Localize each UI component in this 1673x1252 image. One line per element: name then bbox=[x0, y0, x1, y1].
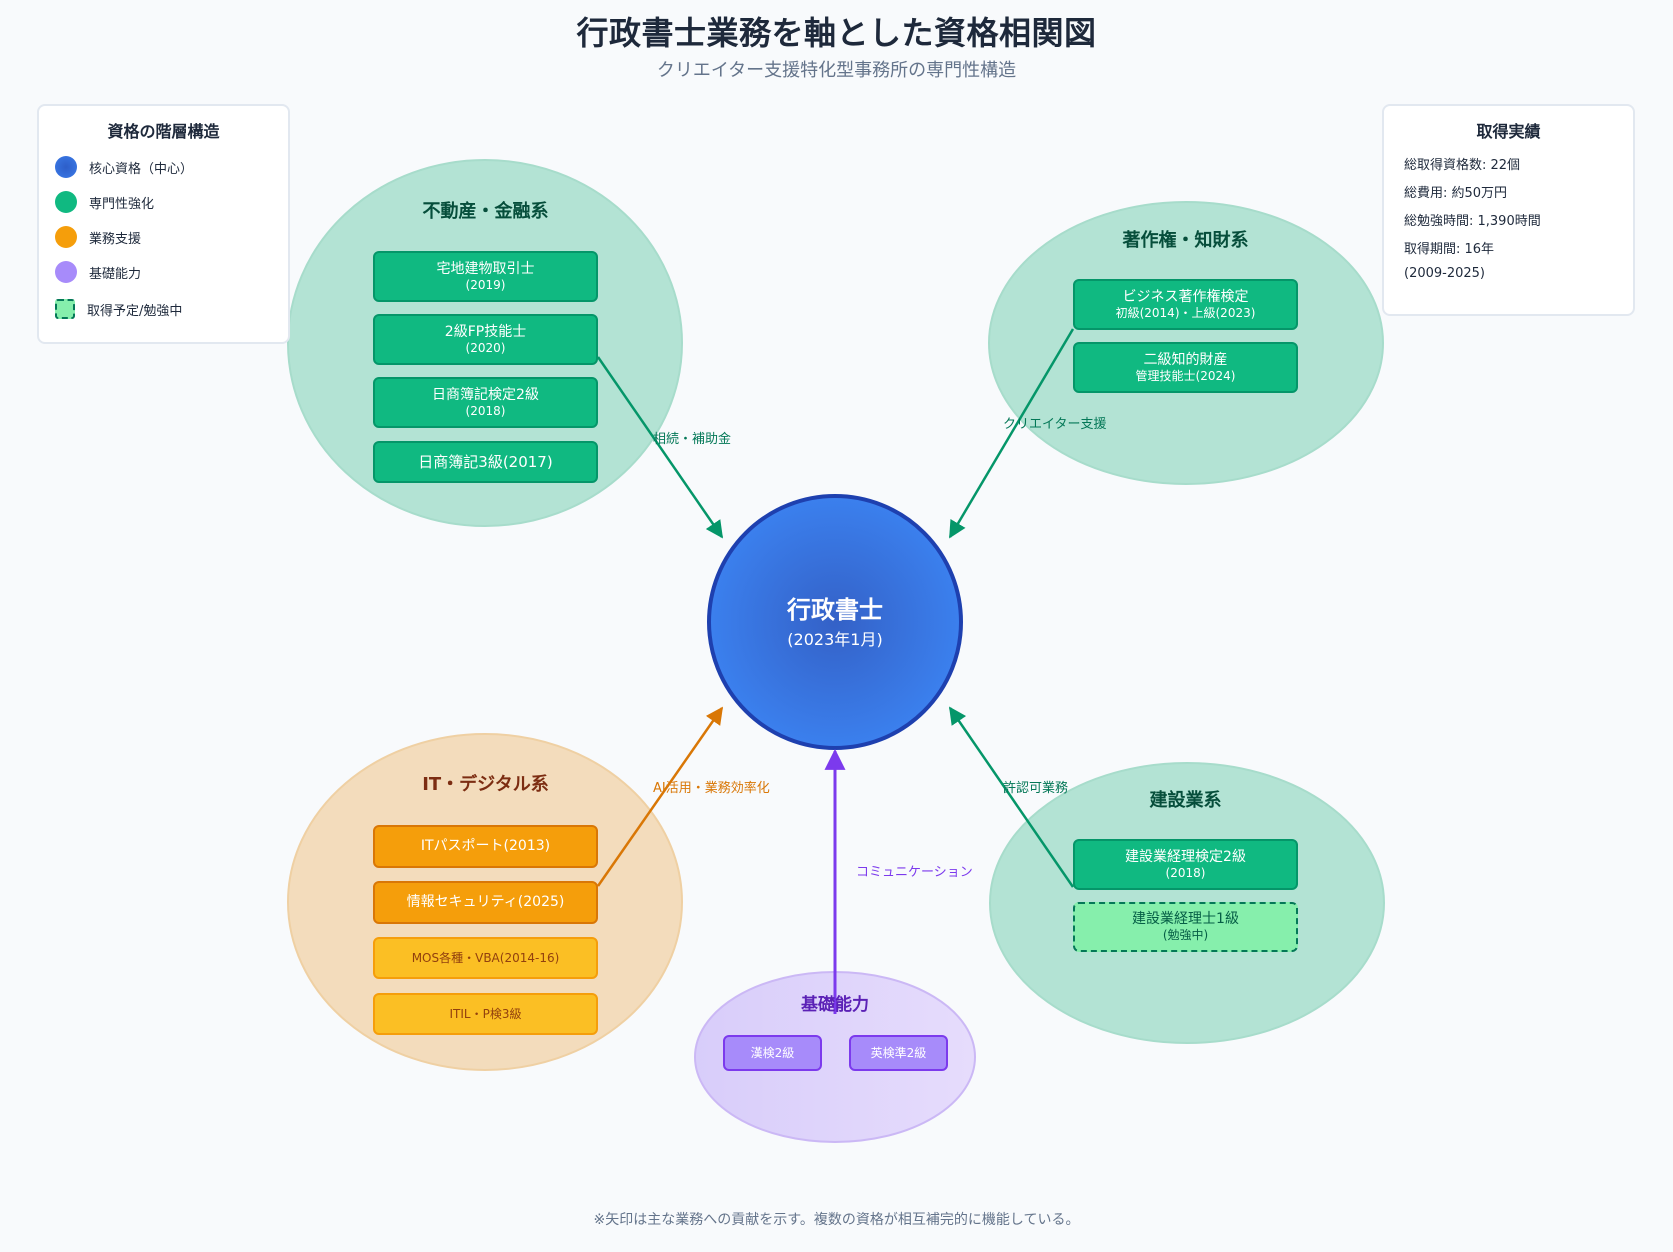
qualification-box[interactable]: ITIL・P検3級 bbox=[373, 993, 598, 1035]
stat-study-hours: 総勉強時間: 1,390時間 bbox=[1404, 214, 1541, 229]
arrow-label-construction: 許認可業務 bbox=[1003, 781, 1069, 796]
qualification-name: 2級FP技能士 bbox=[444, 323, 527, 340]
qualification-year: 管理技能士(2024) bbox=[1135, 368, 1236, 383]
arrow-realestate bbox=[596, 356, 724, 539]
purple-circle-icon bbox=[55, 261, 77, 283]
arrow-label-foundation: コミュニケーション bbox=[856, 865, 973, 880]
qualification-box[interactable]: 宅地建物取引士 (2019) bbox=[373, 251, 598, 302]
legend-item-support: 業務支援 bbox=[55, 226, 141, 248]
stat-total-count: 総取得資格数: 22個 bbox=[1404, 158, 1521, 173]
page-title: 行政書士業務を軸とした資格相関図 bbox=[576, 14, 1097, 52]
arrow-label-it: AI活用・業務効率化 bbox=[653, 781, 770, 796]
qualification-box[interactable]: 日商簿記検定2級 (2018) bbox=[373, 377, 598, 428]
qualification-box[interactable]: 日商簿記3級(2017) bbox=[373, 441, 598, 483]
qualification-year: (2018) bbox=[1165, 865, 1206, 880]
qualification-box-planned[interactable]: 建設業経理士1級 (勉強中) bbox=[1073, 902, 1298, 952]
qualification-box[interactable]: 二級知的財産 管理技能士(2024) bbox=[1073, 342, 1298, 393]
qualification-year: (2019) bbox=[465, 277, 506, 292]
qualification-name: 宅地建物取引士 bbox=[436, 260, 535, 277]
arrow-it bbox=[596, 706, 724, 887]
qualification-box[interactable]: 漢検2級 bbox=[723, 1035, 822, 1071]
qualification-name: 建設業経理士1級 bbox=[1132, 911, 1239, 928]
legend-label: 専門性強化 bbox=[89, 196, 155, 212]
qualification-year: (2020) bbox=[465, 340, 506, 355]
qualification-box[interactable]: 情報セキュリティ(2025) bbox=[373, 881, 598, 924]
legend-label: 基礎能力 bbox=[89, 266, 142, 282]
qualification-name: 日商簿記検定2級 bbox=[432, 386, 539, 403]
legend-title: 資格の階層構造 bbox=[107, 122, 220, 141]
qualification-name: ITIL・P検3級 bbox=[449, 1006, 522, 1021]
footnote: ※矢印は主な業務への貢献を示す。複数の資格が相互補完的に機能している。 bbox=[593, 1212, 1080, 1228]
core-qualification-name: 行政書士 bbox=[787, 596, 883, 624]
arrow-construction bbox=[948, 706, 1075, 888]
legend-item-foundation: 基礎能力 bbox=[55, 261, 141, 283]
qualification-year: (2018) bbox=[465, 403, 506, 418]
group-foundation-title: 基礎能力 bbox=[801, 995, 869, 1015]
green-circle-icon bbox=[55, 191, 77, 213]
qualification-name: 英検準2級 bbox=[870, 1045, 927, 1060]
qualification-box[interactable]: ITパスポート(2013) bbox=[373, 825, 598, 868]
qualification-box[interactable]: 英検準2級 bbox=[849, 1035, 948, 1071]
stat-period-range: (2009-2025) bbox=[1404, 266, 1486, 281]
legend-item-core: 核心資格（中心） bbox=[55, 156, 193, 178]
qualification-box[interactable]: MOS各種・VBA(2014-16) bbox=[373, 937, 598, 979]
qualification-name: 建設業経理検定2級 bbox=[1125, 848, 1246, 865]
core-qualification-date: (2023年1月) bbox=[787, 630, 883, 649]
qualification-name: 二級知的財産 bbox=[1143, 351, 1228, 368]
qualification-name: 日商簿記3級(2017) bbox=[418, 453, 553, 471]
page-subtitle: クリエイター支援特化型事務所の専門性構造 bbox=[656, 60, 1017, 81]
dashed-square-icon bbox=[55, 299, 75, 319]
arrow-label-realestate: 相続・補助金 bbox=[653, 432, 732, 447]
legend-item-specialty: 専門性強化 bbox=[55, 191, 154, 213]
stat-period: 取得期間: 16年 bbox=[1404, 242, 1495, 257]
orange-circle-icon bbox=[55, 226, 77, 248]
qualification-name: ITパスポート(2013) bbox=[420, 838, 551, 855]
qualification-name: MOS各種・VBA(2014-16) bbox=[411, 950, 560, 965]
legend-item-planned: 取得予定/勉強中 bbox=[55, 299, 182, 319]
group-realestate-title: 不動産・金融系 bbox=[422, 201, 549, 222]
legend-label: 核心資格（中心） bbox=[89, 161, 194, 177]
core-qualification-circle bbox=[707, 494, 963, 750]
group-construction-title: 建設業系 bbox=[1149, 790, 1222, 811]
qualification-name: 情報セキュリティ(2025) bbox=[406, 894, 565, 911]
arrow-copyright bbox=[948, 328, 1075, 539]
qualification-name: ビジネス著作権検定 bbox=[1122, 288, 1249, 305]
arrow-label-copyright: クリエイター支援 bbox=[1003, 417, 1107, 432]
qualification-box[interactable]: ビジネス著作権検定 初級(2014)・上級(2023) bbox=[1073, 279, 1298, 330]
qualification-box[interactable]: 2級FP技能士 (2020) bbox=[373, 314, 598, 365]
group-it-title: IT・デジタル系 bbox=[422, 774, 549, 795]
stat-total-cost: 総費用: 約50万円 bbox=[1404, 186, 1508, 201]
legend-panel: 資格の階層構造 核心資格（中心） 専門性強化 業務支援 基礎能力 取得予定/勉強… bbox=[37, 104, 290, 344]
legend-label: 取得予定/勉強中 bbox=[87, 303, 183, 319]
qualification-year: 初級(2014)・上級(2023) bbox=[1115, 305, 1256, 320]
qualification-box[interactable]: 建設業経理検定2級 (2018) bbox=[1073, 839, 1298, 890]
legend-label: 業務支援 bbox=[89, 231, 142, 247]
qualification-name: 漢検2級 bbox=[750, 1045, 795, 1060]
stats-panel: 取得実績 総取得資格数: 22個 総費用: 約50万円 総勉強時間: 1,390… bbox=[1382, 104, 1635, 316]
stats-title: 取得実績 bbox=[1476, 122, 1541, 141]
blue-circle-icon bbox=[55, 156, 77, 178]
qualification-status: (勉強中) bbox=[1162, 928, 1209, 943]
group-copyright-title: 著作権・知財系 bbox=[1122, 230, 1249, 251]
